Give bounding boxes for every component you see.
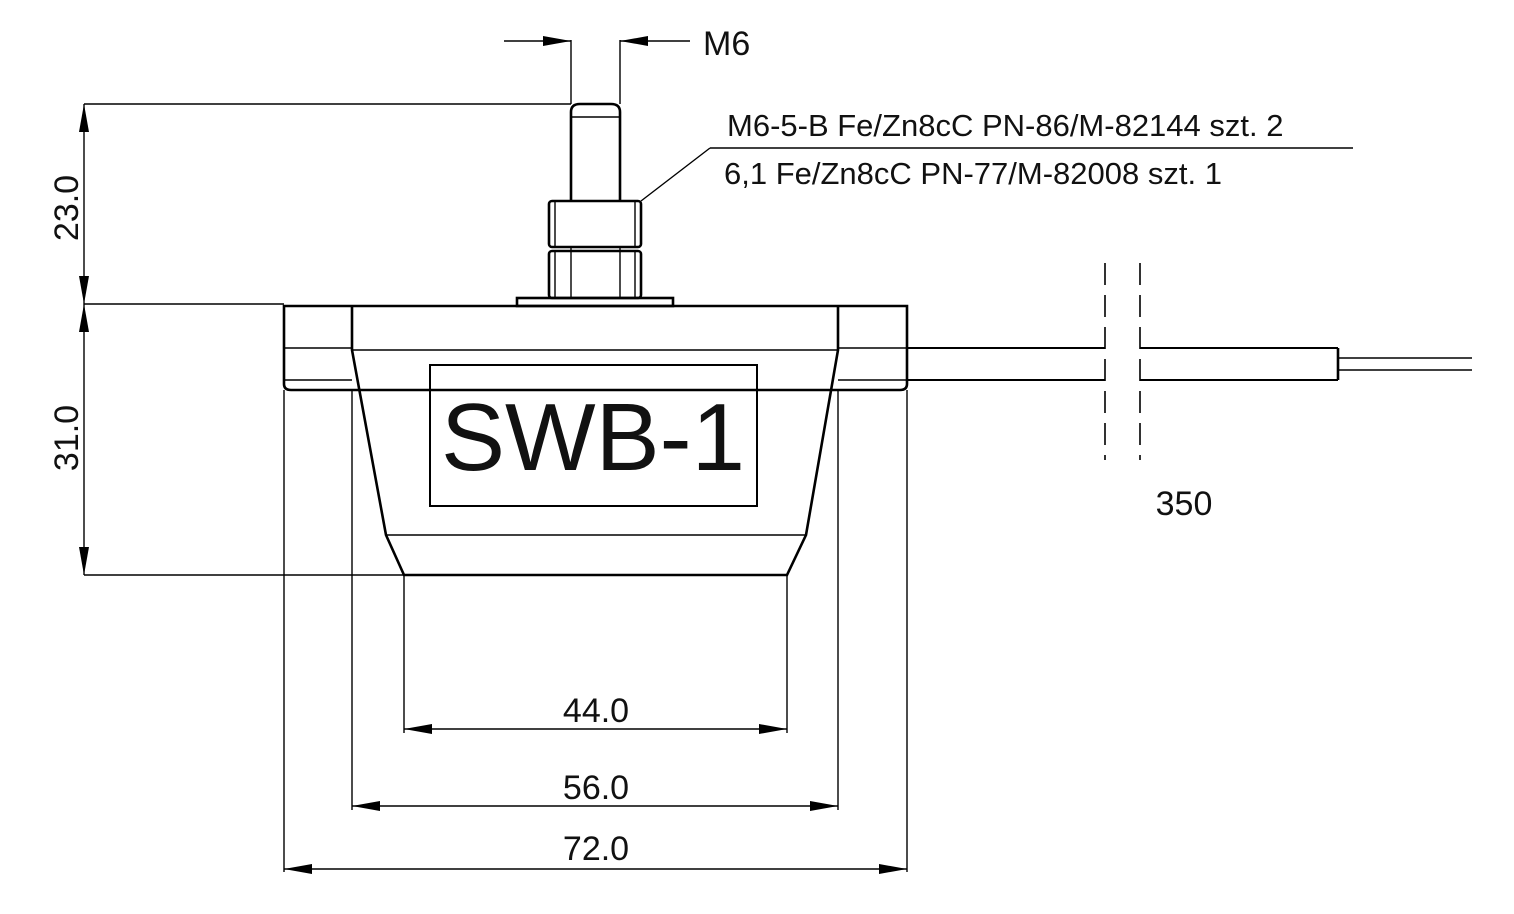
housing-body	[350, 306, 840, 577]
body-width-arrow-left	[352, 801, 380, 811]
bottom-width-arrow-left	[404, 724, 432, 734]
stud-height-arrow-top	[79, 104, 89, 132]
flange-width-arrow-left	[284, 864, 312, 874]
body-width-arrow-right	[810, 801, 838, 811]
part-label: SWB-1	[441, 384, 745, 491]
cable-break-lines	[1104, 263, 1141, 460]
cable-length-value: 350	[1156, 485, 1213, 523]
bottom-width-value: 44.0	[563, 692, 629, 730]
cable-wires	[1338, 357, 1472, 371]
thread-arrow-left	[543, 36, 571, 46]
thread-label: M6	[703, 25, 750, 63]
flange-width-value: 72.0	[563, 830, 629, 868]
housing-flange	[282, 304, 909, 392]
threaded-stud	[569, 102, 622, 298]
label-plate	[429, 364, 758, 507]
vertical-dimension-lines	[79, 103, 571, 576]
bottom-width-arrow-right	[759, 724, 787, 734]
stud-height-arrow-bottom	[79, 276, 89, 304]
body-height-arrow-bottom	[79, 547, 89, 575]
fastener-spec-line-1: M6-5-B Fe/Zn8cC PN-86/M-82144 szt. 2	[727, 108, 1283, 143]
flange-width-arrow-right	[879, 864, 907, 874]
body-height-arrow-top	[79, 304, 89, 332]
fastener-spec-line-2: 6,1 Fe/Zn8cC PN-77/M-82008 szt. 1	[724, 156, 1222, 191]
spec-leader-line	[640, 147, 1353, 202]
hex-nut-lower	[547, 249, 643, 300]
cable	[907, 347, 1340, 381]
body-height-value: 31.0	[48, 405, 86, 471]
hex-nut-upper	[547, 199, 643, 249]
body-width-value: 56.0	[563, 769, 629, 807]
horizontal-dimension-lines	[283, 390, 908, 874]
stud-height-value: 23.0	[48, 175, 86, 241]
thread-dimension-lines	[504, 36, 690, 104]
thread-arrow-right	[620, 36, 648, 46]
